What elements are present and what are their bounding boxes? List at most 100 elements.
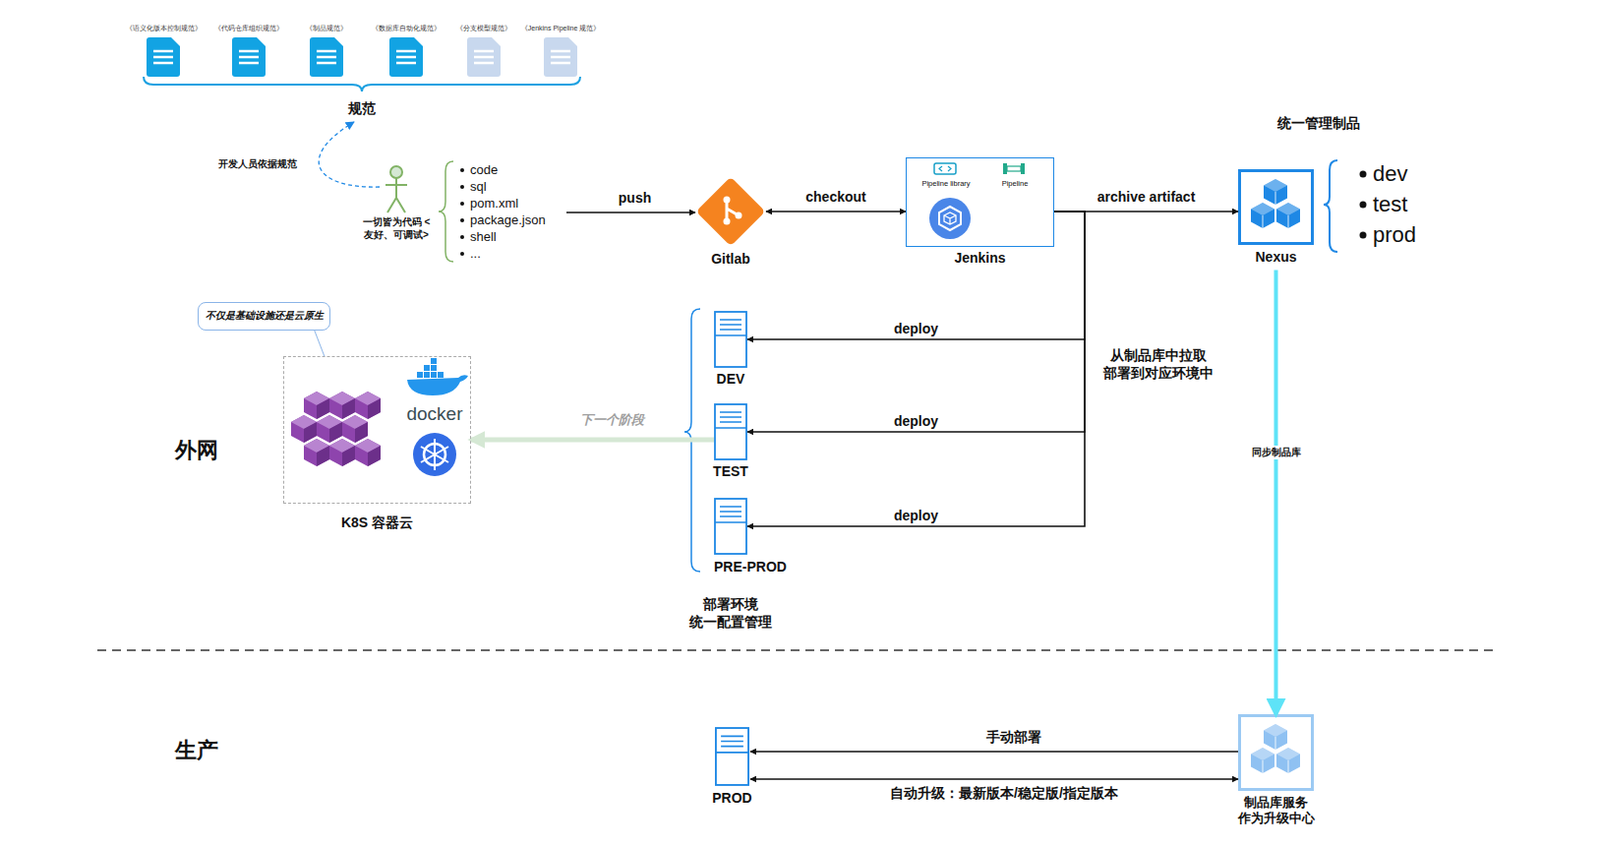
node-text: PRE-PROD bbox=[713, 558, 787, 577]
callout-note: 不仅是基础设施还是云原生 bbox=[197, 301, 331, 331]
connector bbox=[747, 211, 1085, 527]
edge-label: deploy bbox=[891, 507, 941, 524]
node-text: 《制品规范》 bbox=[305, 24, 348, 34]
label: docker bbox=[406, 402, 463, 426]
person-icon bbox=[385, 166, 408, 213]
document-icon: 《语义化版本控制规范》 bbox=[146, 37, 180, 77]
node-text: ... bbox=[470, 244, 567, 262]
server-icon bbox=[714, 311, 747, 367]
connector bbox=[1274, 270, 1279, 715]
node-text: shell bbox=[470, 228, 567, 245]
code-list: codesqlpom.xmlpackage.jsonshell... bbox=[470, 161, 567, 264]
label: 外网 bbox=[175, 436, 219, 465]
node-text: code bbox=[470, 161, 567, 178]
connector bbox=[766, 210, 906, 213]
upgrade-center-icon bbox=[1240, 715, 1313, 790]
document-icon: 《代码仓库组织规范》 bbox=[232, 37, 266, 77]
nexus-icon bbox=[1240, 171, 1313, 244]
server-icon bbox=[714, 498, 747, 554]
node-text: Pipeline library bbox=[921, 178, 970, 188]
dashed-arrow bbox=[318, 121, 380, 187]
node-text: 《分支模型规范》 bbox=[456, 24, 512, 34]
node-text: 一切皆为代码 <友好、可调试> bbox=[356, 216, 436, 241]
bullets bbox=[460, 168, 465, 256]
server-node: DEV bbox=[713, 310, 748, 368]
node-text: 《数据库自动化规范》 bbox=[371, 24, 441, 34]
node-text: 《语义化版本控制规范》 bbox=[125, 24, 202, 34]
edge-label: archive artifact bbox=[1095, 188, 1198, 205]
zone-divider bbox=[97, 649, 1498, 652]
doc-icon bbox=[146, 37, 180, 77]
node-text: 《Jenkins Pipeline 规范》 bbox=[521, 24, 601, 34]
node-text: 《代码仓库组织规范》 bbox=[214, 24, 284, 34]
node-text: package.json bbox=[470, 211, 567, 229]
bracket bbox=[438, 161, 454, 262]
developer: 一切皆为代码 <友好、可调试> bbox=[381, 163, 412, 213]
node-text: TEST bbox=[712, 463, 749, 481]
node-text: PROD bbox=[711, 789, 752, 808]
label: 部署环境 统一配置管理 bbox=[682, 595, 779, 631]
jenkins-icons bbox=[929, 163, 1025, 239]
connector bbox=[471, 437, 714, 443]
node-text: Jenkins bbox=[953, 249, 1006, 268]
label: prod bbox=[1372, 221, 1417, 249]
connector bbox=[750, 750, 1239, 753]
edge-label: 同步制品库 bbox=[1249, 445, 1304, 460]
bullets bbox=[1360, 171, 1367, 239]
edge-label: push bbox=[616, 189, 653, 206]
edge-label: deploy bbox=[891, 320, 941, 337]
node-text: sql bbox=[470, 177, 567, 195]
node-text: DEV bbox=[716, 370, 746, 389]
node-text: 制品库服务 作为升级中心 bbox=[1238, 794, 1315, 828]
spec-documents bbox=[146, 37, 578, 77]
connector bbox=[314, 330, 325, 356]
document-icon: 《Jenkins Pipeline 规范》 bbox=[543, 37, 578, 77]
label: 开发人员依据规范 bbox=[218, 158, 297, 172]
label: dev bbox=[1372, 160, 1408, 188]
node-text: Nexus bbox=[1254, 248, 1297, 267]
label: test bbox=[1372, 190, 1408, 219]
server-node: PRE-PROD bbox=[713, 496, 748, 556]
edge-label: 自动升级：最新版本/稳定版/指定版本 bbox=[888, 784, 1121, 803]
jenkins-box: JenkinsPipeline libraryPipeline bbox=[905, 157, 1055, 247]
pipeline-library: Pipeline library bbox=[911, 161, 981, 188]
gitlab-node: Gitlab bbox=[695, 176, 767, 247]
k8s-illustration bbox=[291, 357, 469, 476]
server-icon bbox=[714, 404, 747, 460]
node-text: pom.xml bbox=[470, 194, 567, 212]
upgrade-center: 制品库服务 作为升级中心 bbox=[1238, 713, 1314, 791]
nexus-node: Nexus bbox=[1238, 169, 1314, 245]
document-icon: 《制品规范》 bbox=[309, 37, 344, 77]
edge-label: checkout bbox=[803, 188, 868, 205]
doc-icon bbox=[467, 37, 501, 77]
bracket bbox=[143, 76, 581, 92]
node-text: K8S 容器云 bbox=[341, 514, 414, 533]
bracket bbox=[1323, 160, 1338, 252]
label: 统一管理制品 bbox=[1277, 115, 1361, 133]
label: 从制品库中拉取 部署到对应环境中 bbox=[1096, 347, 1221, 382]
connector bbox=[747, 211, 1085, 432]
connector bbox=[747, 211, 1085, 340]
document-icon: 《分支模型规范》 bbox=[467, 37, 501, 77]
k8s-cloud: K8S 容器云 bbox=[283, 355, 472, 504]
doc-icon bbox=[309, 37, 344, 77]
label: 规范 bbox=[348, 100, 376, 119]
doc-icon bbox=[543, 37, 578, 77]
node-text: Gitlab bbox=[711, 250, 751, 269]
connector bbox=[566, 211, 696, 214]
label: 生产 bbox=[175, 736, 219, 765]
pipeline: Pipeline bbox=[985, 161, 1045, 188]
node-text: Pipeline bbox=[1002, 178, 1029, 188]
edge-label: deploy bbox=[891, 413, 941, 429]
server-node: TEST bbox=[713, 403, 748, 461]
doc-icon bbox=[232, 37, 266, 77]
server-icon bbox=[715, 727, 749, 785]
edge-label: 手动部署 bbox=[984, 728, 1044, 747]
edge-label: 下一个阶段 bbox=[578, 411, 647, 429]
server-node: PROD bbox=[713, 726, 751, 786]
doc-icon bbox=[389, 37, 423, 77]
connector bbox=[750, 777, 1239, 780]
document-icon: 《数据库自动化规范》 bbox=[389, 37, 423, 77]
node-text: 不仅是基础设施还是云原生 bbox=[205, 309, 324, 323]
